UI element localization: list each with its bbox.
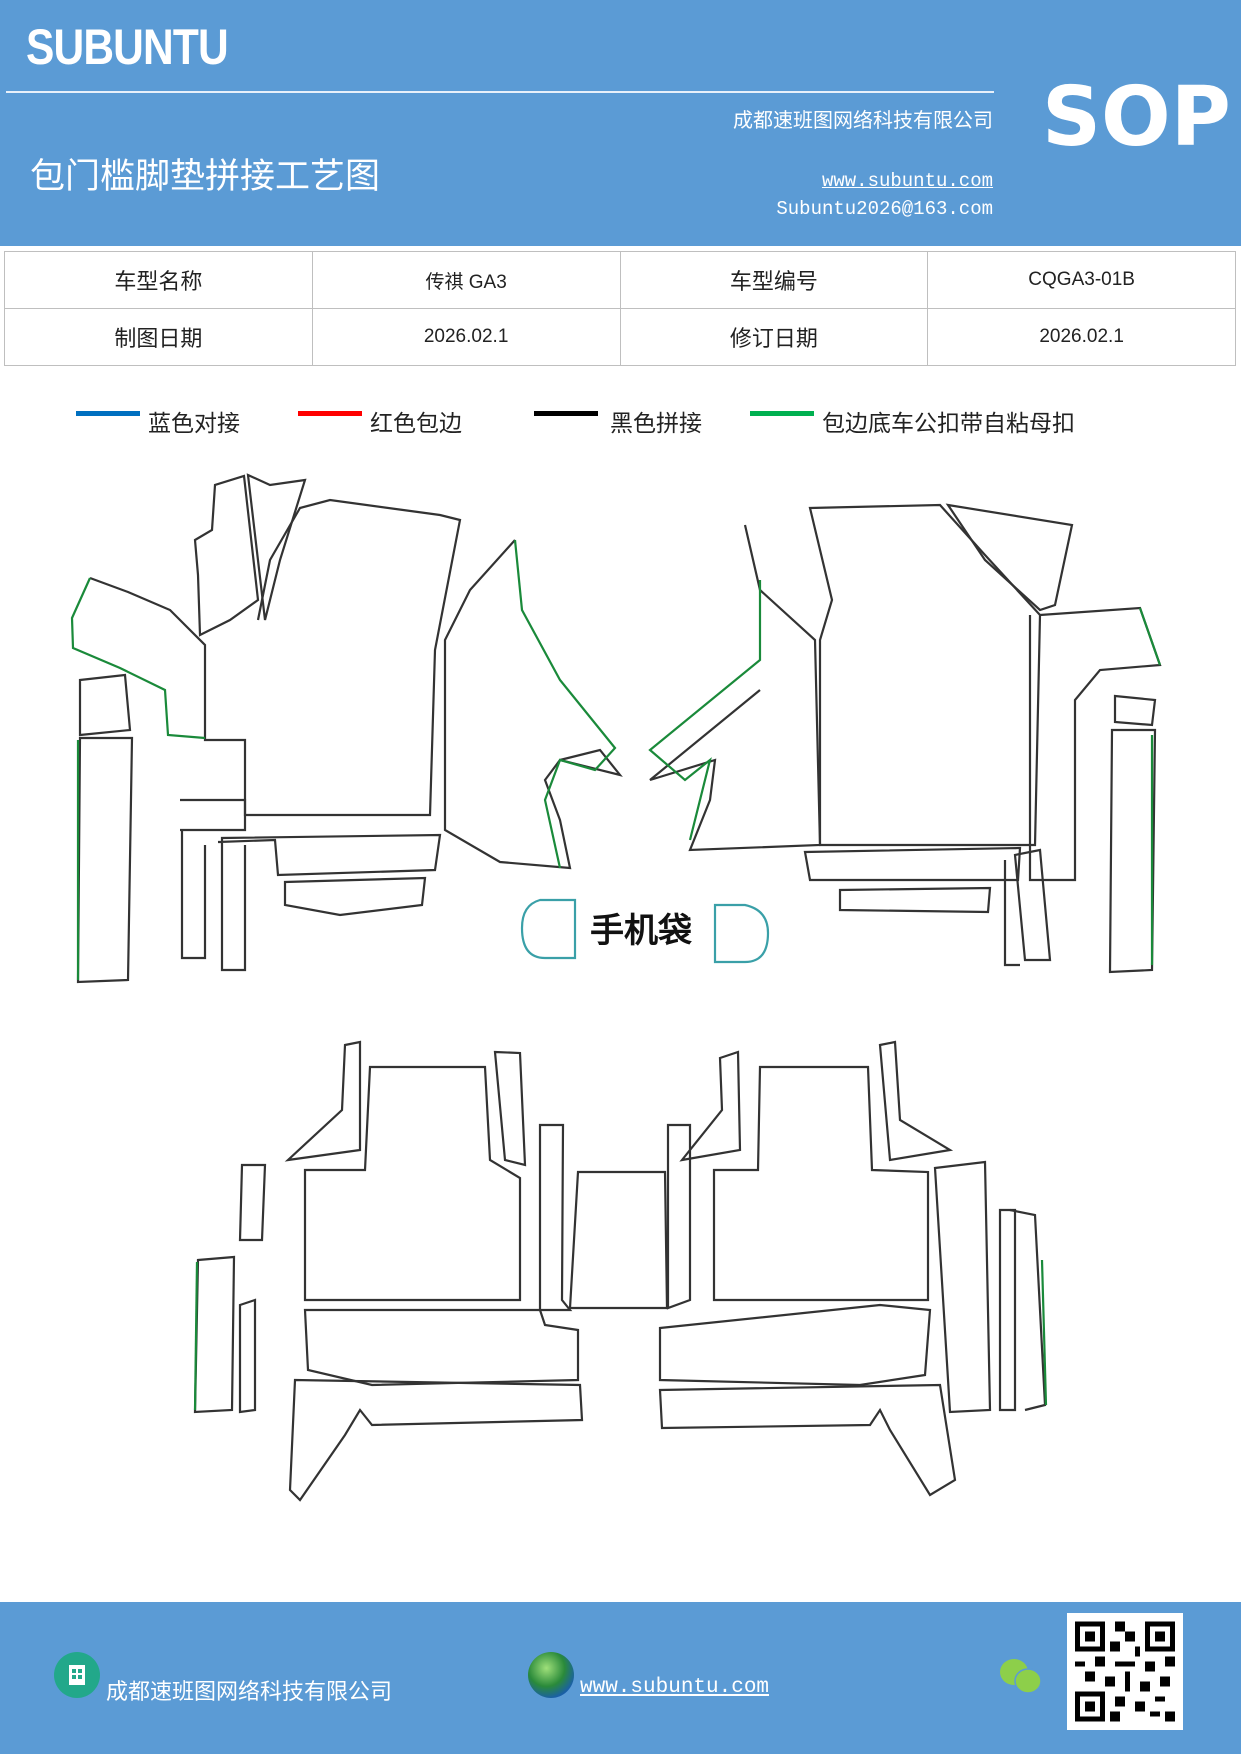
mat-piece (78, 673, 132, 737)
footer-company: 成都速班图网络科技有限公司 (106, 1680, 393, 1705)
legend-blue: 蓝色对接 (76, 404, 240, 438)
rear-left-pieces (193, 1040, 669, 1502)
mat-piece (1108, 728, 1157, 974)
mat-piece (649, 524, 822, 852)
rear-right-pieces (658, 1040, 1048, 1497)
mat-piece (238, 1163, 267, 1242)
legend-swatch (534, 410, 598, 416)
mat-piece (303, 1065, 522, 1302)
mat-piece (443, 539, 623, 870)
mat-piece (193, 1261, 199, 1411)
mat-piece (1003, 848, 1052, 967)
mat-piece (1113, 694, 1157, 727)
mat-piece (217, 833, 442, 972)
mat-piece (568, 1170, 669, 1310)
building-icon (54, 1652, 100, 1698)
mat-piece (1028, 606, 1162, 882)
mat-piece (193, 1255, 236, 1414)
revise-date-label: 修订日期 (619, 308, 929, 366)
legend-swatch (298, 410, 362, 416)
draw-date-value: 2026.02.1 (311, 308, 621, 366)
mat-piece (284, 1040, 362, 1162)
mat-piece (658, 1383, 957, 1497)
mat-piece (666, 1123, 692, 1310)
mat-piece (70, 577, 206, 740)
mat-piece (288, 1378, 584, 1502)
front-right-pieces (648, 503, 1162, 974)
header-email: Subuntu2026@163.com (776, 198, 993, 220)
info-table: 车型名称 传祺 GA3 车型编号 CQGA3-01B 制图日期 2026.02.… (4, 251, 1236, 366)
mat-piece (808, 503, 1042, 847)
mat-piece (89, 498, 462, 817)
mat-piece (878, 1040, 954, 1162)
mat-piece (238, 1298, 257, 1414)
mat-piece (180, 798, 247, 960)
legend-swatch (750, 410, 814, 416)
model-code-value: CQGA3-01B (927, 251, 1236, 309)
mat-piece (513, 539, 617, 869)
mat-piece (679, 1050, 742, 1162)
mat-piece (1009, 1208, 1047, 1412)
revise-date-value: 2026.02.1 (927, 308, 1236, 366)
legend-green: 包边底车公扣带自粘母扣 (750, 404, 1075, 438)
mat-piece (76, 736, 134, 984)
front-left-pieces (70, 473, 623, 984)
header-company: 成都速班图网络科技有限公司 (733, 108, 993, 132)
wechat-icon (998, 1654, 1044, 1698)
brand-logo: SUBUNTU (26, 19, 229, 75)
table-row: 车型名称 传祺 GA3 车型编号 CQGA3-01B (4, 251, 1236, 309)
page-title: 包门槛脚垫拼接工艺图 (30, 157, 381, 197)
legend: 蓝色对接 红色包边 黑色拼接 包边底车公扣带自粘母扣 (0, 404, 1241, 440)
legend-label: 包边底车公扣带自粘母扣 (822, 411, 1075, 437)
mat-piece (998, 1208, 1017, 1412)
model-name-label: 车型名称 (4, 251, 313, 309)
draw-date-label: 制图日期 (4, 308, 313, 366)
mat-piece (1138, 607, 1162, 666)
mat-piece (838, 886, 992, 914)
mat-piece (193, 474, 260, 637)
mat-piece (1040, 1259, 1048, 1406)
table-row: 制图日期 2026.02.1 修订日期 2026.02.1 (4, 308, 1236, 366)
mat-piece (648, 580, 762, 841)
qr-code (1067, 1613, 1183, 1730)
legend-label: 蓝色对接 (148, 411, 240, 437)
model-code-label: 车型编号 (619, 251, 929, 309)
footer: 成都速班图网络科技有限公司 www.subuntu.com (0, 1602, 1241, 1754)
mat-piece (493, 1050, 527, 1167)
mat-piece (933, 1160, 992, 1414)
sop-badge: SOP (1042, 70, 1231, 165)
footer-url-link[interactable]: www.subuntu.com (580, 1676, 770, 1699)
header-divider (6, 91, 994, 93)
mat-piece (283, 876, 427, 917)
globe-icon (528, 1652, 574, 1698)
phone-pocket-left (520, 898, 577, 960)
phone-pocket-right (713, 903, 770, 964)
legend-swatch (76, 410, 140, 416)
legend-label: 红色包边 (370, 411, 462, 437)
phone-pocket-label: 手机袋 (590, 911, 692, 951)
model-name-value: 传祺 GA3 (311, 251, 621, 309)
header-url-link[interactable]: www.subuntu.com (821, 170, 993, 192)
legend-label: 黑色拼接 (610, 411, 702, 437)
mat-piece (538, 1123, 573, 1312)
mat-piece (246, 473, 307, 621)
mat-piece (303, 1308, 580, 1387)
mat-piece (803, 846, 1022, 882)
legend-red: 红色包边 (298, 404, 462, 438)
legend-black: 黑色拼接 (534, 404, 702, 438)
mat-diagram: 手机袋 (70, 473, 1162, 1502)
header: SUBUNTU 成都速班图网络科技有限公司 包门槛脚垫拼接工艺图 www.sub… (0, 0, 1241, 246)
mat-piece (945, 503, 1074, 612)
mat-piece (658, 1303, 932, 1387)
mat-piece (712, 1065, 930, 1302)
phone-pocket: 手机袋 (520, 898, 770, 964)
